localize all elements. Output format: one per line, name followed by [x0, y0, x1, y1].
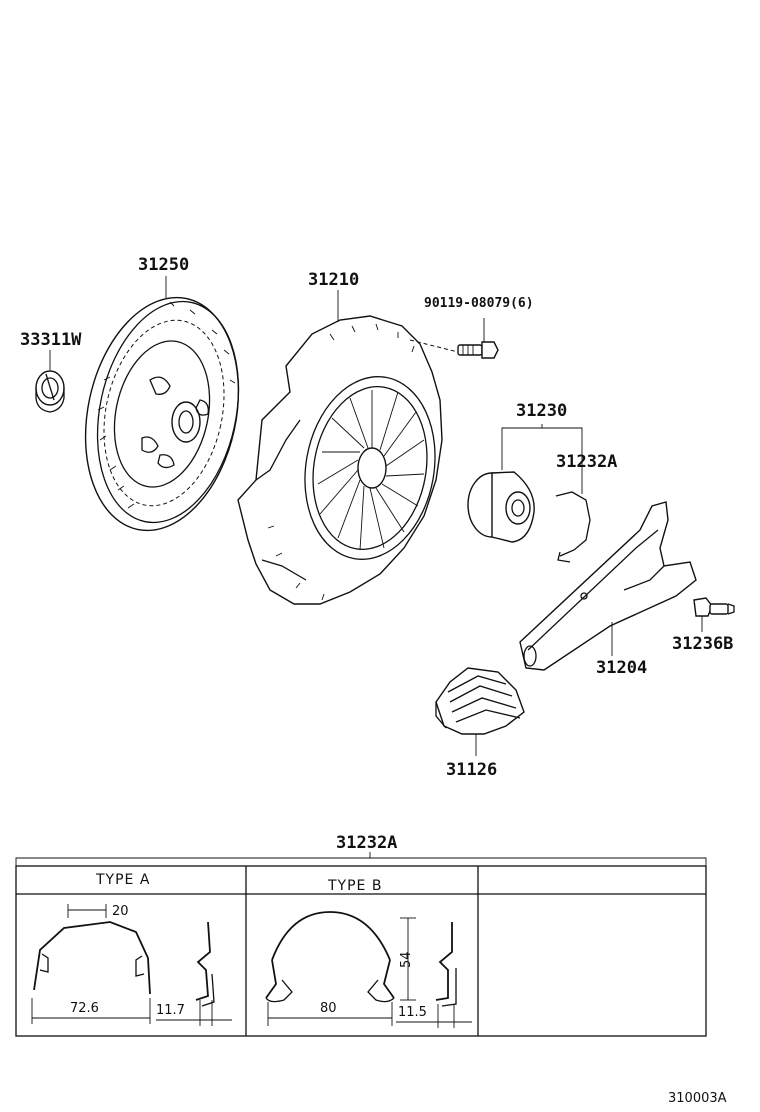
detail-table-frame	[15, 865, 707, 1037]
dim-b-height: 54	[399, 951, 414, 968]
label-31236b: 31236B	[672, 634, 733, 654]
clutch-cover-drawing	[237, 315, 443, 605]
label-31232a: 31232A	[556, 452, 617, 472]
label-31126: 31126	[446, 760, 497, 780]
dim-a-top: 20	[112, 904, 129, 919]
label-bolt: 90119-08079(6)	[424, 296, 534, 311]
bolt-dashed-line	[409, 339, 459, 353]
release-bearing-drawing	[467, 471, 535, 543]
detail-title: 31232A	[336, 833, 397, 853]
dim-a-width: 72.6	[70, 1001, 99, 1016]
boot-drawing	[435, 667, 525, 735]
diagram-code: 310003A	[668, 1091, 727, 1106]
dim-b-width: 80	[320, 1001, 337, 1016]
dim-b-side: 11.5	[398, 1005, 427, 1020]
clutch-disc-drawing	[84, 296, 240, 532]
clip-drawing	[555, 491, 591, 563]
dim-a-side: 11.7	[156, 1003, 185, 1018]
fork-bolt-drawing	[693, 597, 735, 617]
label-31210: 31210	[308, 270, 359, 290]
label-33311w: 33311W	[20, 330, 82, 350]
pilot-bearing-drawing	[35, 370, 65, 413]
release-fork-drawing	[519, 501, 697, 671]
type-a-header: TYPE A	[95, 872, 150, 888]
bolt-drawing	[457, 341, 499, 359]
label-31250: 31250	[138, 255, 189, 275]
label-31204: 31204	[596, 658, 647, 678]
type-b-header: TYPE B	[327, 878, 382, 894]
label-31230: 31230	[516, 401, 567, 421]
type-a-clip-drawing	[33, 921, 215, 1007]
diaphragm-fingers	[317, 390, 425, 551]
type-b-clip-drawing	[265, 911, 457, 1007]
